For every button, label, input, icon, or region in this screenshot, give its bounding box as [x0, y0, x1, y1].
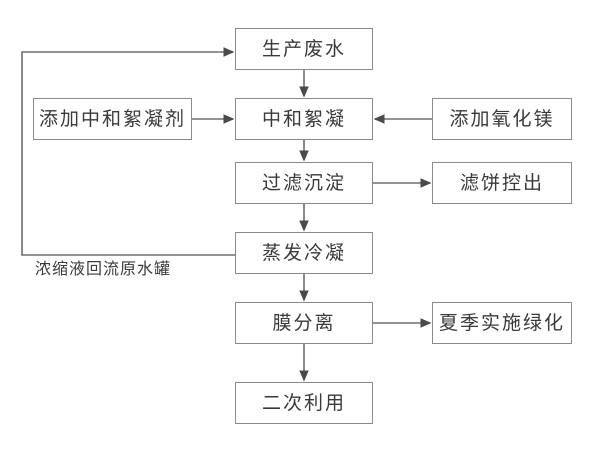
node-filtration-precipitation[interactable]: 过滤沉淀: [235, 162, 373, 204]
node-neutralization-flocculation[interactable]: 中和絮凝: [235, 98, 373, 140]
node-production-wastewater[interactable]: 生产废水: [235, 28, 373, 70]
node-filter-cake-discharge[interactable]: 滤饼控出: [432, 162, 572, 204]
node-label: 过滤沉淀: [261, 171, 346, 194]
node-label: 中和絮凝: [261, 107, 346, 130]
node-label: 生产废水: [261, 37, 346, 60]
node-evaporation-condensation[interactable]: 蒸发冷凝: [235, 232, 373, 274]
node-label: 蒸发冷凝: [261, 241, 346, 264]
edge-label-concentrate-return: 浓缩液回流原水罐: [35, 259, 172, 278]
node-label: 夏季实施绿化: [438, 311, 565, 334]
node-label: 膜分离: [272, 311, 336, 334]
node-label: 滤饼控出: [459, 171, 544, 194]
node-membrane-separation[interactable]: 膜分离: [235, 302, 373, 344]
node-summer-greening[interactable]: 夏季实施绿化: [432, 302, 572, 344]
node-label: 二次利用: [261, 391, 346, 414]
node-add-magnesium-oxide[interactable]: 添加氧化镁: [432, 98, 572, 140]
node-label: 添加中和絮凝剂: [38, 107, 186, 130]
edge-concentrate-return-loop: [21, 47, 235, 256]
node-label: 添加氧化镁: [449, 107, 555, 130]
node-secondary-utilization[interactable]: 二次利用: [235, 382, 373, 424]
node-add-neutralizing-flocculant[interactable]: 添加中和絮凝剂: [33, 98, 192, 140]
